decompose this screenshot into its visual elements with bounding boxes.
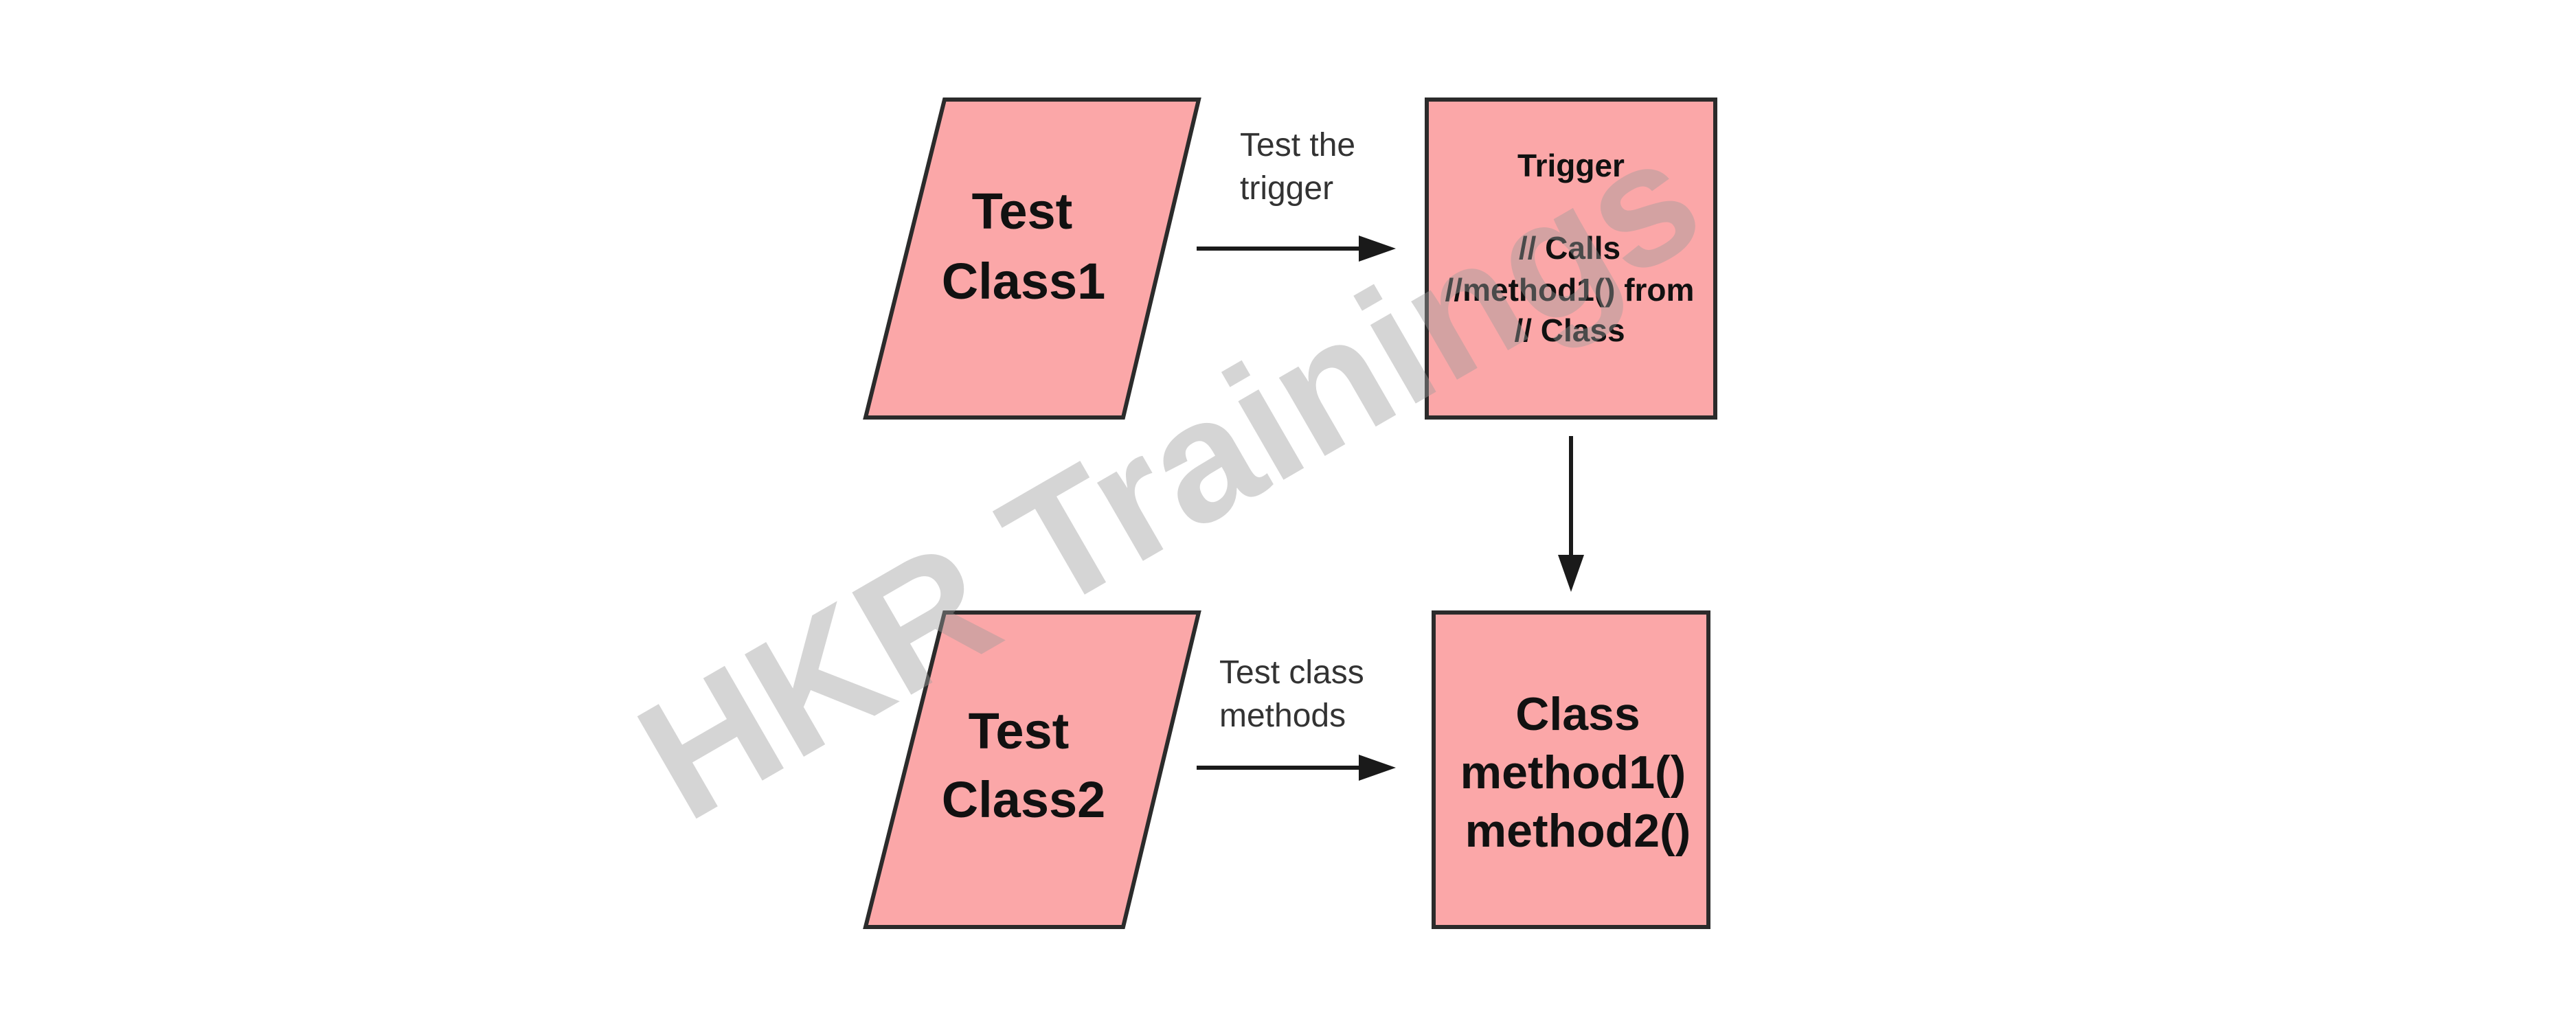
edge-label-methods: methods [1219,698,1346,734]
trigger-title: Trigger [1517,148,1625,183]
test-class2-label-line1: Test [969,702,1070,759]
class-title: Class [1515,688,1640,740]
trigger-comment-line3: // Class [1514,312,1625,348]
class-method1: method1() [1460,746,1686,799]
trigger-comment-line1: // Calls [1519,230,1620,266]
test-class2-shape [863,610,1201,929]
test-class2-label-line2: Class2 [942,771,1106,828]
test-class1-label-line2: Class1 [942,253,1106,310]
trigger-box [1425,98,1717,420]
edge-label-test-the: Test the [1240,127,1355,163]
class-box [1432,610,1710,929]
test-class1-label-line1: Test [972,183,1073,240]
class-method2: method2() [1465,805,1691,857]
edge-label-test-class: Test class [1219,654,1364,691]
arrow-trigger-to-class-head [1558,555,1584,592]
trigger-comment-line2: //method1() from [1445,272,1695,308]
edge-label-trigger: trigger [1240,170,1333,207]
test-class1-shape [863,98,1201,420]
arrow-test-class2-to-class-head [1359,755,1396,781]
arrow-test-class1-to-trigger-head [1359,236,1396,262]
